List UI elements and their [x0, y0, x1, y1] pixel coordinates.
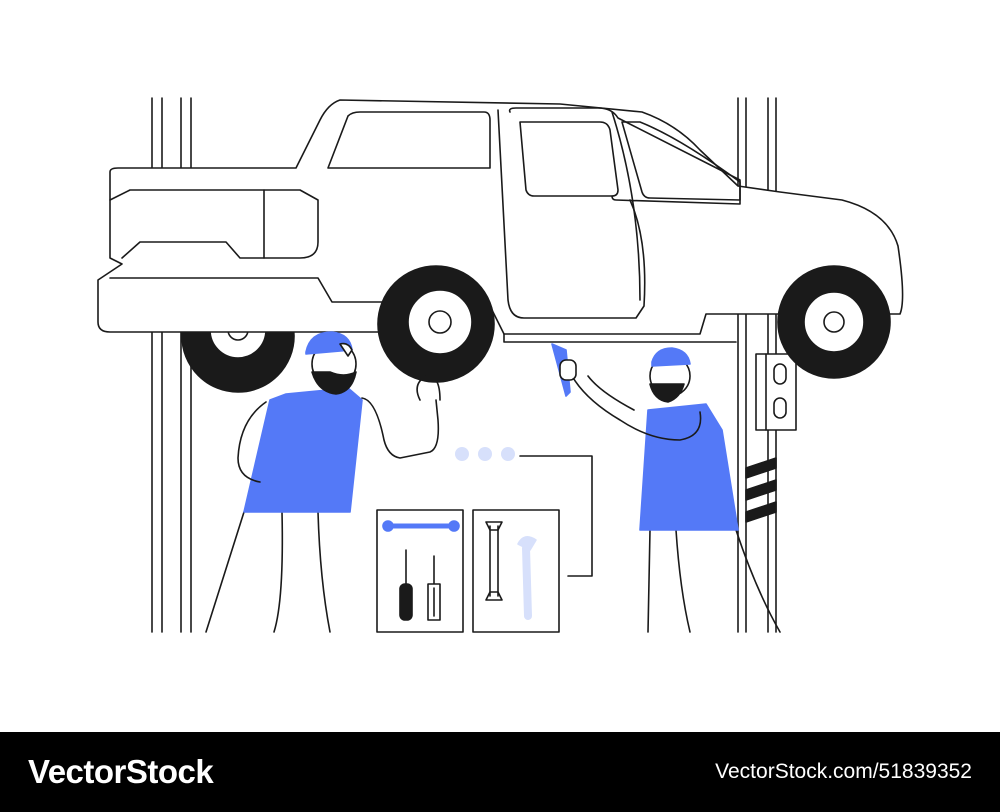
tool-panel-screwdrivers	[376, 509, 464, 633]
car-lift-illustration	[97, 97, 904, 633]
brand-logo-text: VectorStock	[28, 753, 214, 790]
image-id-text: VectorStock.com/51839352	[715, 760, 972, 783]
front-wheel	[377, 265, 495, 383]
tool-panel-wrenches	[472, 509, 560, 633]
lift-control-box	[755, 353, 797, 431]
pickup-truck	[97, 99, 904, 343]
watermark-footer: VectorStock VectorStock.com/51839352	[0, 732, 1000, 812]
progress-dots	[455, 447, 515, 461]
right-wheel	[777, 265, 891, 379]
connector-line	[519, 455, 593, 577]
mechanic-left	[205, 331, 441, 633]
mechanic-right	[551, 343, 781, 633]
